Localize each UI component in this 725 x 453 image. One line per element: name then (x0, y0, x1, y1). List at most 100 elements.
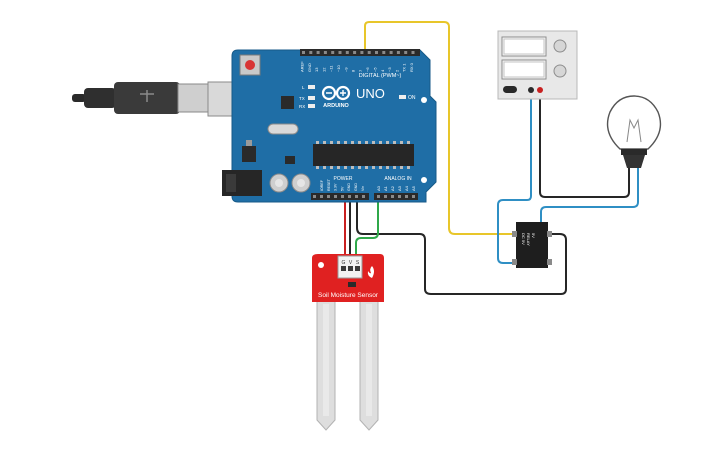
power-pin-socket[interactable] (327, 195, 330, 198)
digital-pin-label: 12 (321, 67, 326, 72)
analog-pin-socket[interactable] (412, 195, 415, 198)
mount-hole (421, 177, 427, 183)
digital-pin-socket[interactable] (404, 51, 408, 54)
model-label: UNO (356, 86, 385, 101)
power-pin-socket[interactable] (334, 195, 337, 198)
digital-pin-label: 8 (351, 69, 356, 72)
analog-header[interactable] (374, 193, 418, 200)
flame-logo-icon (367, 266, 374, 278)
digital-pin-socket[interactable] (389, 51, 393, 54)
digital-pin-label: ~9 (343, 67, 348, 72)
power-pin-label: 5V (340, 186, 344, 191)
analog-label: ANALOG IN (384, 176, 412, 182)
ic-pin (344, 141, 347, 144)
digital-pin-socket[interactable] (309, 51, 313, 54)
supply-switch[interactable] (503, 86, 517, 93)
wire-black-ground[interactable] (356, 192, 567, 295)
digital-label: DIGITAL (PWM~) (359, 73, 402, 79)
digital-pin-socket[interactable] (316, 51, 320, 54)
digital-pin-socket[interactable] (411, 51, 415, 54)
relay-text: 5V RELAY DC 5V (521, 233, 536, 246)
ic-pin (316, 166, 319, 169)
bottom-pin-sockets[interactable] (313, 195, 415, 198)
digital-pin-socket[interactable] (338, 51, 342, 54)
light-bulb-icon[interactable] (606, 95, 662, 168)
ic-pin (393, 141, 396, 144)
ic-pin (379, 166, 382, 169)
analog-pin-label: A1 (383, 185, 388, 191)
power-pin-socket[interactable] (320, 195, 323, 198)
digital-pin-socket[interactable] (396, 51, 400, 54)
mount-hole (318, 262, 324, 268)
wire-black-bulb[interactable] (539, 91, 630, 198)
wires (344, 21, 639, 295)
power-pin-socket[interactable] (341, 195, 344, 198)
digital-pin-sockets[interactable] (302, 51, 415, 54)
analog-pin-socket[interactable] (405, 195, 408, 198)
wire-green-signal[interactable] (355, 192, 379, 263)
digital-pin-socket[interactable] (323, 51, 327, 54)
digital-pin-label: GND (307, 63, 312, 72)
digital-pin-socket[interactable] (375, 51, 378, 54)
supply-terminal-negative[interactable] (528, 87, 534, 93)
analog-pin-socket[interactable] (391, 195, 394, 198)
relay-icon[interactable]: 5V RELAY DC 5V (512, 222, 552, 268)
power-pin-socket[interactable] (348, 195, 351, 198)
ic-pin (386, 166, 389, 169)
soil-moisture-sensor[interactable]: G V S Soil Moisture Sensor (312, 254, 384, 431)
svg-text:RX: RX (299, 104, 305, 109)
power-header[interactable] (311, 193, 369, 200)
digital-pin-socket[interactable] (360, 51, 364, 54)
digital-pin-label: AREF (300, 61, 305, 72)
digital-pin-label: TX 1 (402, 63, 407, 72)
power-pin-label: RESET (327, 178, 331, 191)
digital-pin-socket[interactable] (345, 51, 349, 54)
wire-blue-supply[interactable] (497, 91, 532, 264)
analog-pin-socket[interactable] (398, 195, 401, 198)
digital-pin-label: ~10 (336, 64, 341, 72)
digital-pin-label: ~11 (329, 65, 334, 72)
analog-pin-socket[interactable] (384, 195, 387, 198)
mount-hole (421, 97, 427, 103)
analog-pin-label: A0 (376, 185, 381, 191)
power-pin-socket[interactable] (355, 195, 358, 198)
digital-pin-socket[interactable] (353, 51, 357, 54)
ic-pin (351, 166, 354, 169)
supply-knob-current[interactable] (553, 64, 567, 78)
digital-pin-label: 4 (380, 69, 385, 72)
digital-pin-label: 2 (394, 69, 399, 72)
power-pin-socket[interactable] (313, 195, 316, 198)
ic-pin (386, 141, 389, 144)
power-supply-icon[interactable] (497, 30, 578, 100)
power-pin-label: GND (354, 183, 358, 191)
supply-terminal-positive[interactable] (537, 87, 543, 93)
digital-pin-socket[interactable] (382, 51, 386, 54)
ic-pin (323, 166, 326, 169)
reset-button[interactable] (239, 54, 261, 76)
power-pin-label: Vin (361, 186, 365, 191)
on-led (399, 95, 406, 99)
wire-blue-bulb[interactable] (540, 167, 639, 223)
digital-pin-socket[interactable] (367, 51, 371, 54)
power-pin-label: GND (347, 183, 351, 191)
power-jack[interactable] (222, 170, 262, 196)
digital-pin-socket[interactable] (302, 51, 305, 54)
svg-text:L: L (302, 85, 305, 90)
ic-pin (330, 166, 333, 169)
digital-header[interactable] (300, 49, 420, 56)
analog-pin-socket[interactable] (377, 195, 380, 198)
power-pin-socket[interactable] (362, 195, 365, 198)
ic-pin (407, 141, 410, 144)
infinity-logo-icon (321, 85, 351, 101)
usb-cable-icon[interactable] (72, 81, 245, 117)
digital-pin-label: ~6 (365, 67, 370, 72)
power-label: POWER (334, 176, 353, 182)
wire-yellow-signal[interactable] (364, 21, 517, 235)
supply-knob-voltage[interactable] (553, 39, 567, 53)
ic-pin (400, 166, 403, 169)
digital-pin-socket[interactable] (331, 51, 335, 54)
digital-pin-label: ~3 (387, 67, 392, 72)
